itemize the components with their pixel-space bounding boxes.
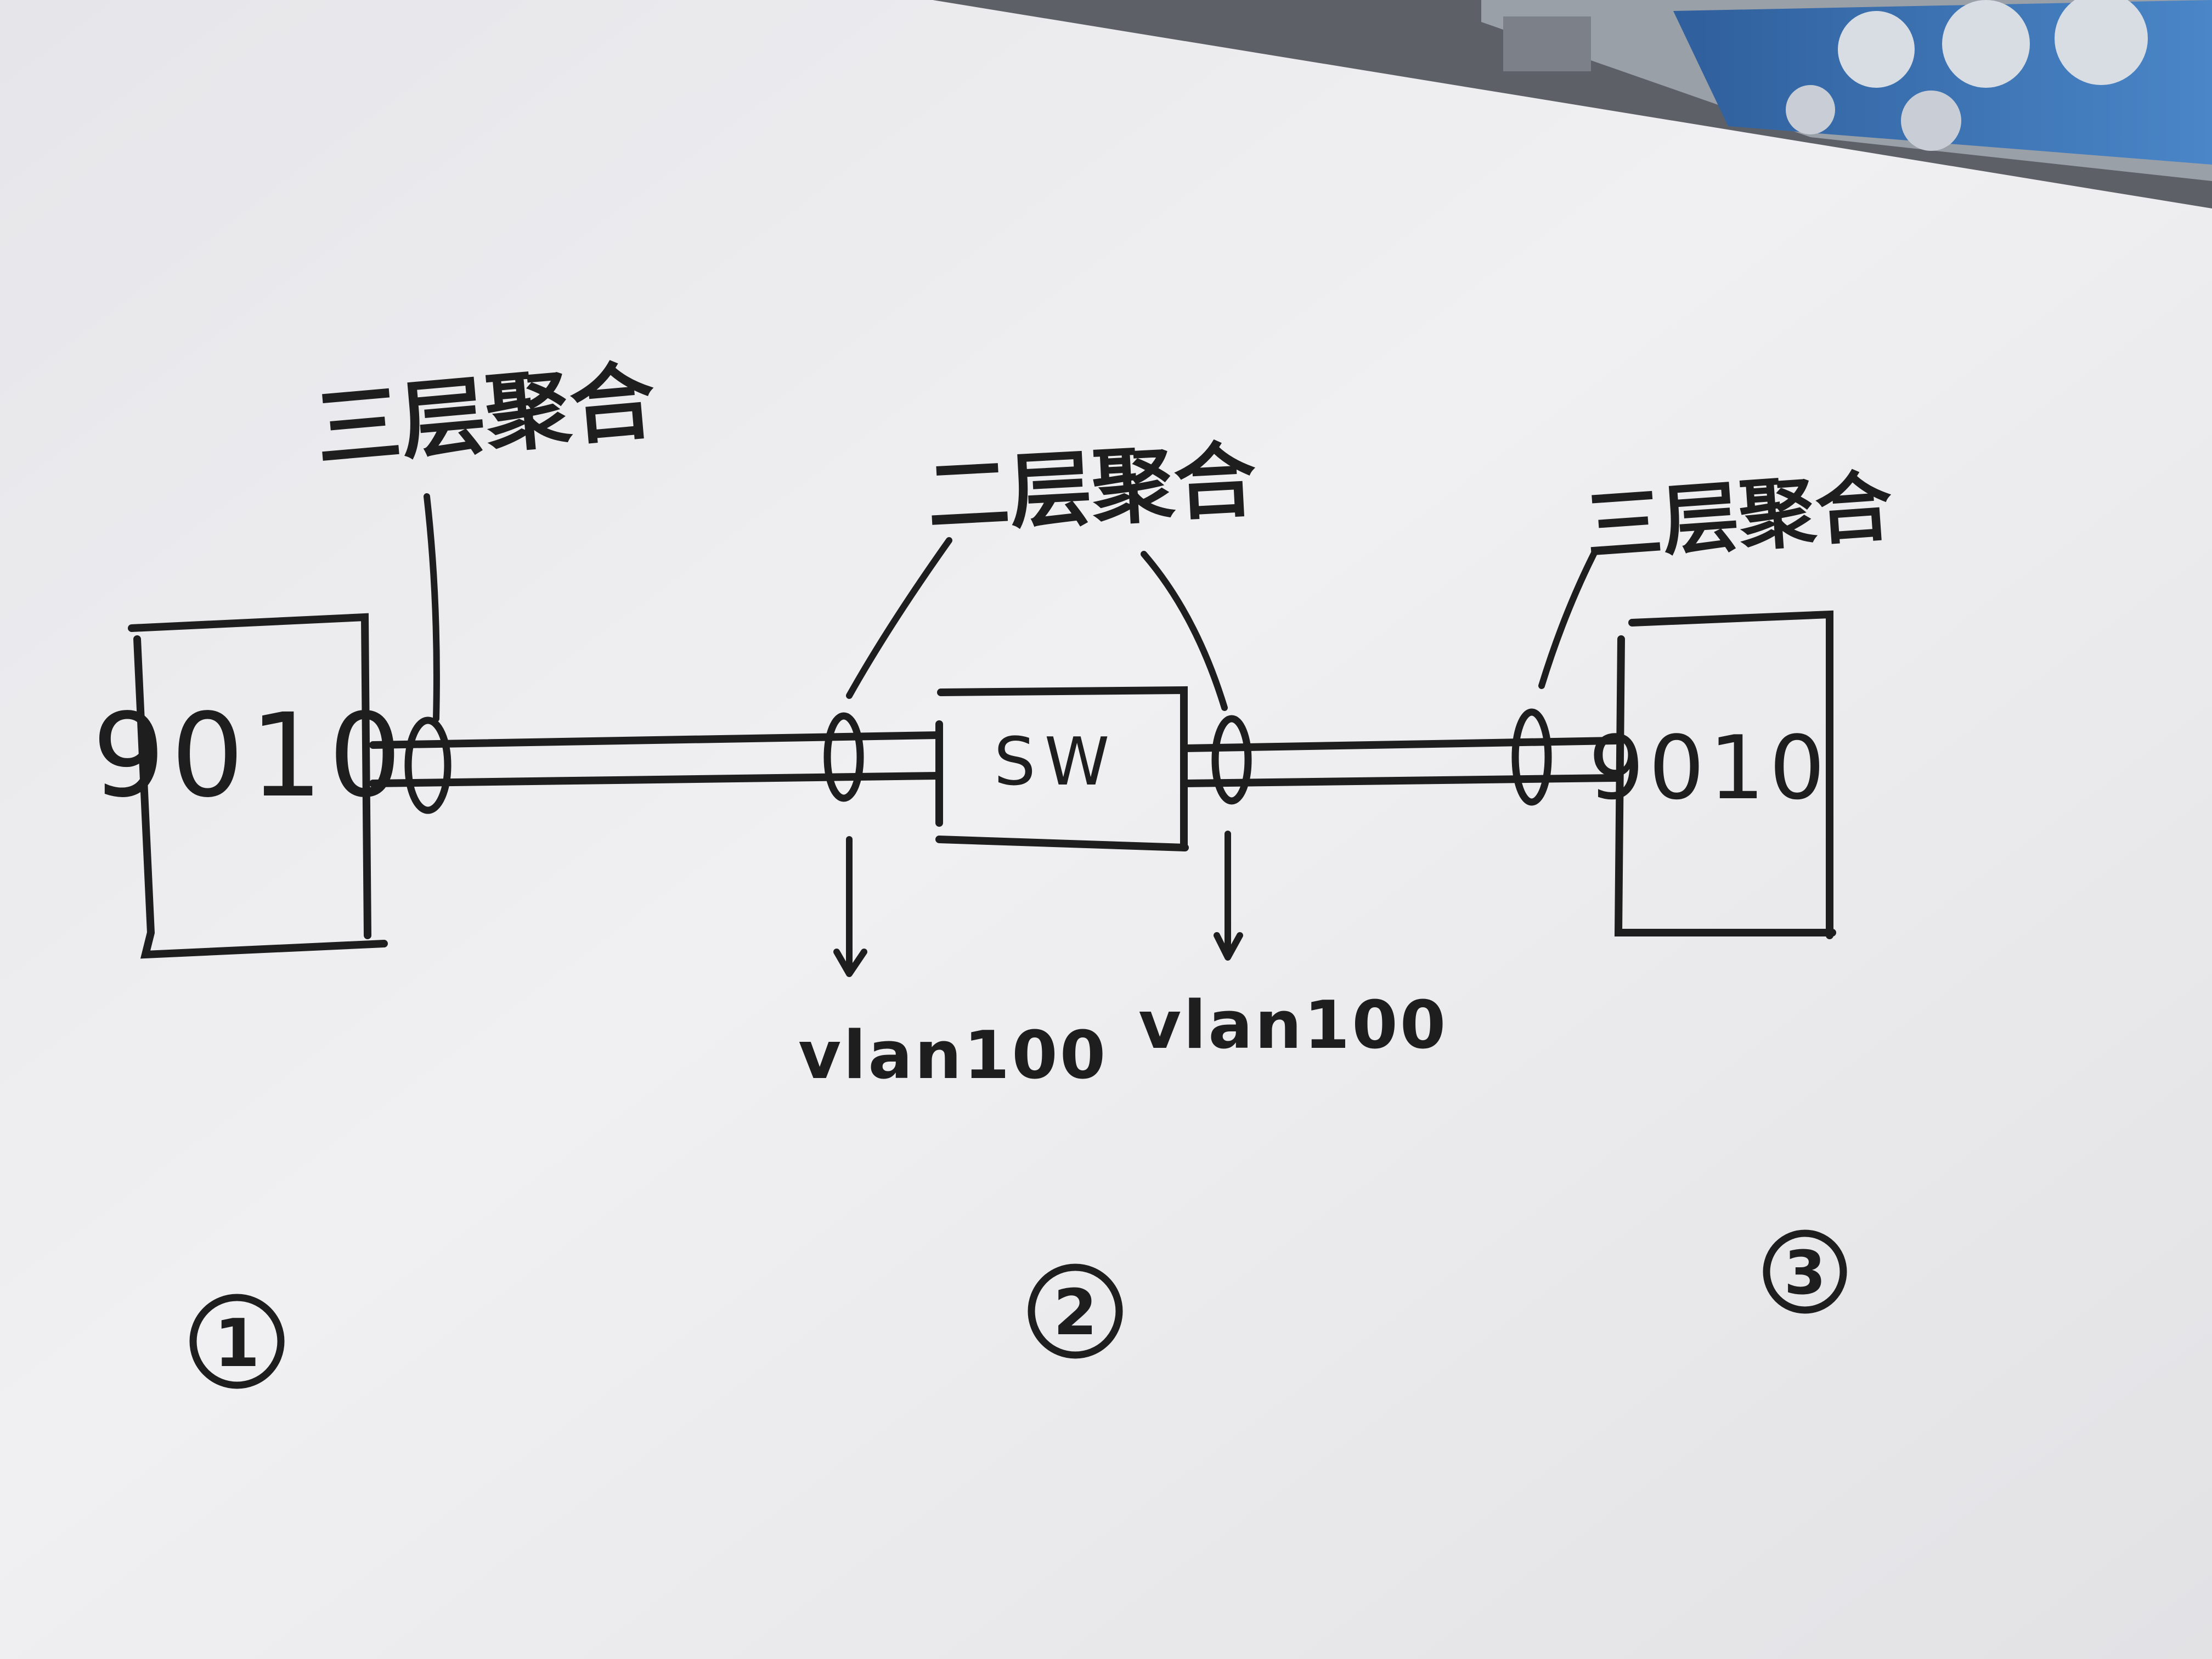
device-left-9010: 9010 xyxy=(92,613,407,959)
aggregation-rings xyxy=(404,708,1552,814)
background-tray xyxy=(1481,0,2212,181)
vlan-arrows xyxy=(833,831,1243,977)
leader-lines xyxy=(424,493,1597,722)
label-left-vlan: vlan100 xyxy=(798,1018,1108,1094)
marker-1: 1 xyxy=(189,1294,285,1389)
ring-right-l2 xyxy=(1211,715,1252,805)
marker-2-label: 2 xyxy=(1053,1276,1097,1350)
marker-1-label: 1 xyxy=(214,1306,260,1382)
leader-left-l3 xyxy=(424,493,440,722)
leader-center-right xyxy=(1141,551,1228,711)
ring-left-l2 xyxy=(823,712,864,802)
device-left-label: 9010 xyxy=(92,689,407,823)
label-right-l3-aggregation: 三层聚合 xyxy=(1583,462,1895,573)
arrow-down-left-icon xyxy=(833,836,867,977)
label-right-vlan: vlan100 xyxy=(1138,988,1448,1064)
marker-3-label: 3 xyxy=(1784,1238,1826,1308)
device-right-9010: 9010 xyxy=(1588,610,1836,939)
marker-2: 2 xyxy=(1028,1263,1123,1359)
marker-3: 3 xyxy=(1763,1229,1847,1314)
device-center-sw: SW xyxy=(935,686,1189,851)
label-center-l2-aggregation: 二层聚合 xyxy=(925,433,1259,545)
ring-left-l3 xyxy=(404,716,452,814)
leader-center-left xyxy=(846,537,952,699)
device-center-label: SW xyxy=(994,724,1119,800)
leader-right-l3 xyxy=(1538,551,1597,689)
left-link xyxy=(369,731,942,787)
ring-right-l3 xyxy=(1511,708,1552,806)
arrow-down-right-icon xyxy=(1214,831,1243,961)
device-right-label: 9010 xyxy=(1588,716,1829,819)
